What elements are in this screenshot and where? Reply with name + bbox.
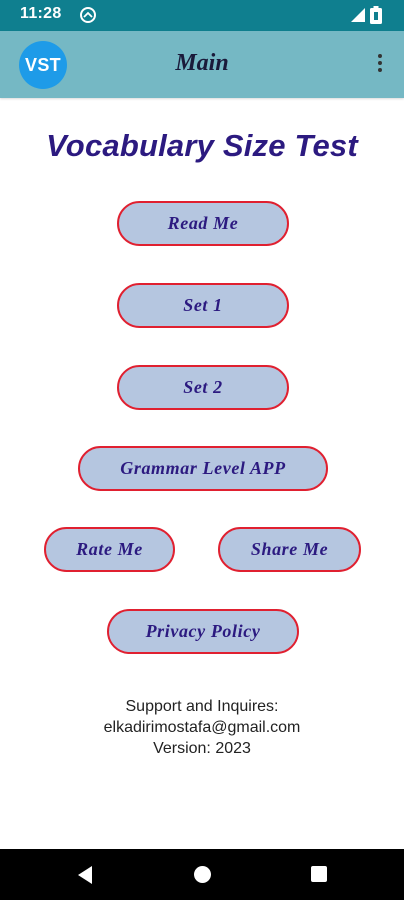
page-heading: Vocabulary Size Test xyxy=(46,128,358,163)
app-bar: VST Main xyxy=(0,31,404,98)
battery-icon xyxy=(370,6,382,24)
version-text: Version: 2023 xyxy=(153,740,251,757)
status-bar: 11:28 xyxy=(0,0,404,31)
sync-icon xyxy=(80,7,96,23)
status-time: 11:28 xyxy=(20,5,62,22)
overflow-menu-icon[interactable] xyxy=(372,51,388,77)
back-icon[interactable] xyxy=(76,865,94,885)
set-2-button[interactable]: Set 2 xyxy=(117,365,289,410)
app-logo: VST xyxy=(19,41,67,89)
privacy-policy-button[interactable]: Privacy Policy xyxy=(107,609,299,654)
support-label: Support and Inquires: xyxy=(125,698,279,715)
app-title: Main xyxy=(175,50,229,76)
recents-icon[interactable] xyxy=(311,866,327,882)
set-1-button[interactable]: Set 1 xyxy=(117,283,289,328)
support-info: Support and Inquires: elkadirimostafa@gm… xyxy=(0,696,404,759)
signal-icon xyxy=(351,8,365,22)
read-me-button[interactable]: Read Me xyxy=(117,201,289,246)
system-nav-bar xyxy=(0,849,404,900)
support-email: elkadirimostafa@gmail.com xyxy=(103,719,301,736)
share-me-button[interactable]: Share Me xyxy=(218,527,361,572)
grammar-level-app-button[interactable]: Grammar Level APP xyxy=(78,446,328,491)
rate-me-button[interactable]: Rate Me xyxy=(44,527,175,572)
home-icon[interactable] xyxy=(194,866,211,883)
